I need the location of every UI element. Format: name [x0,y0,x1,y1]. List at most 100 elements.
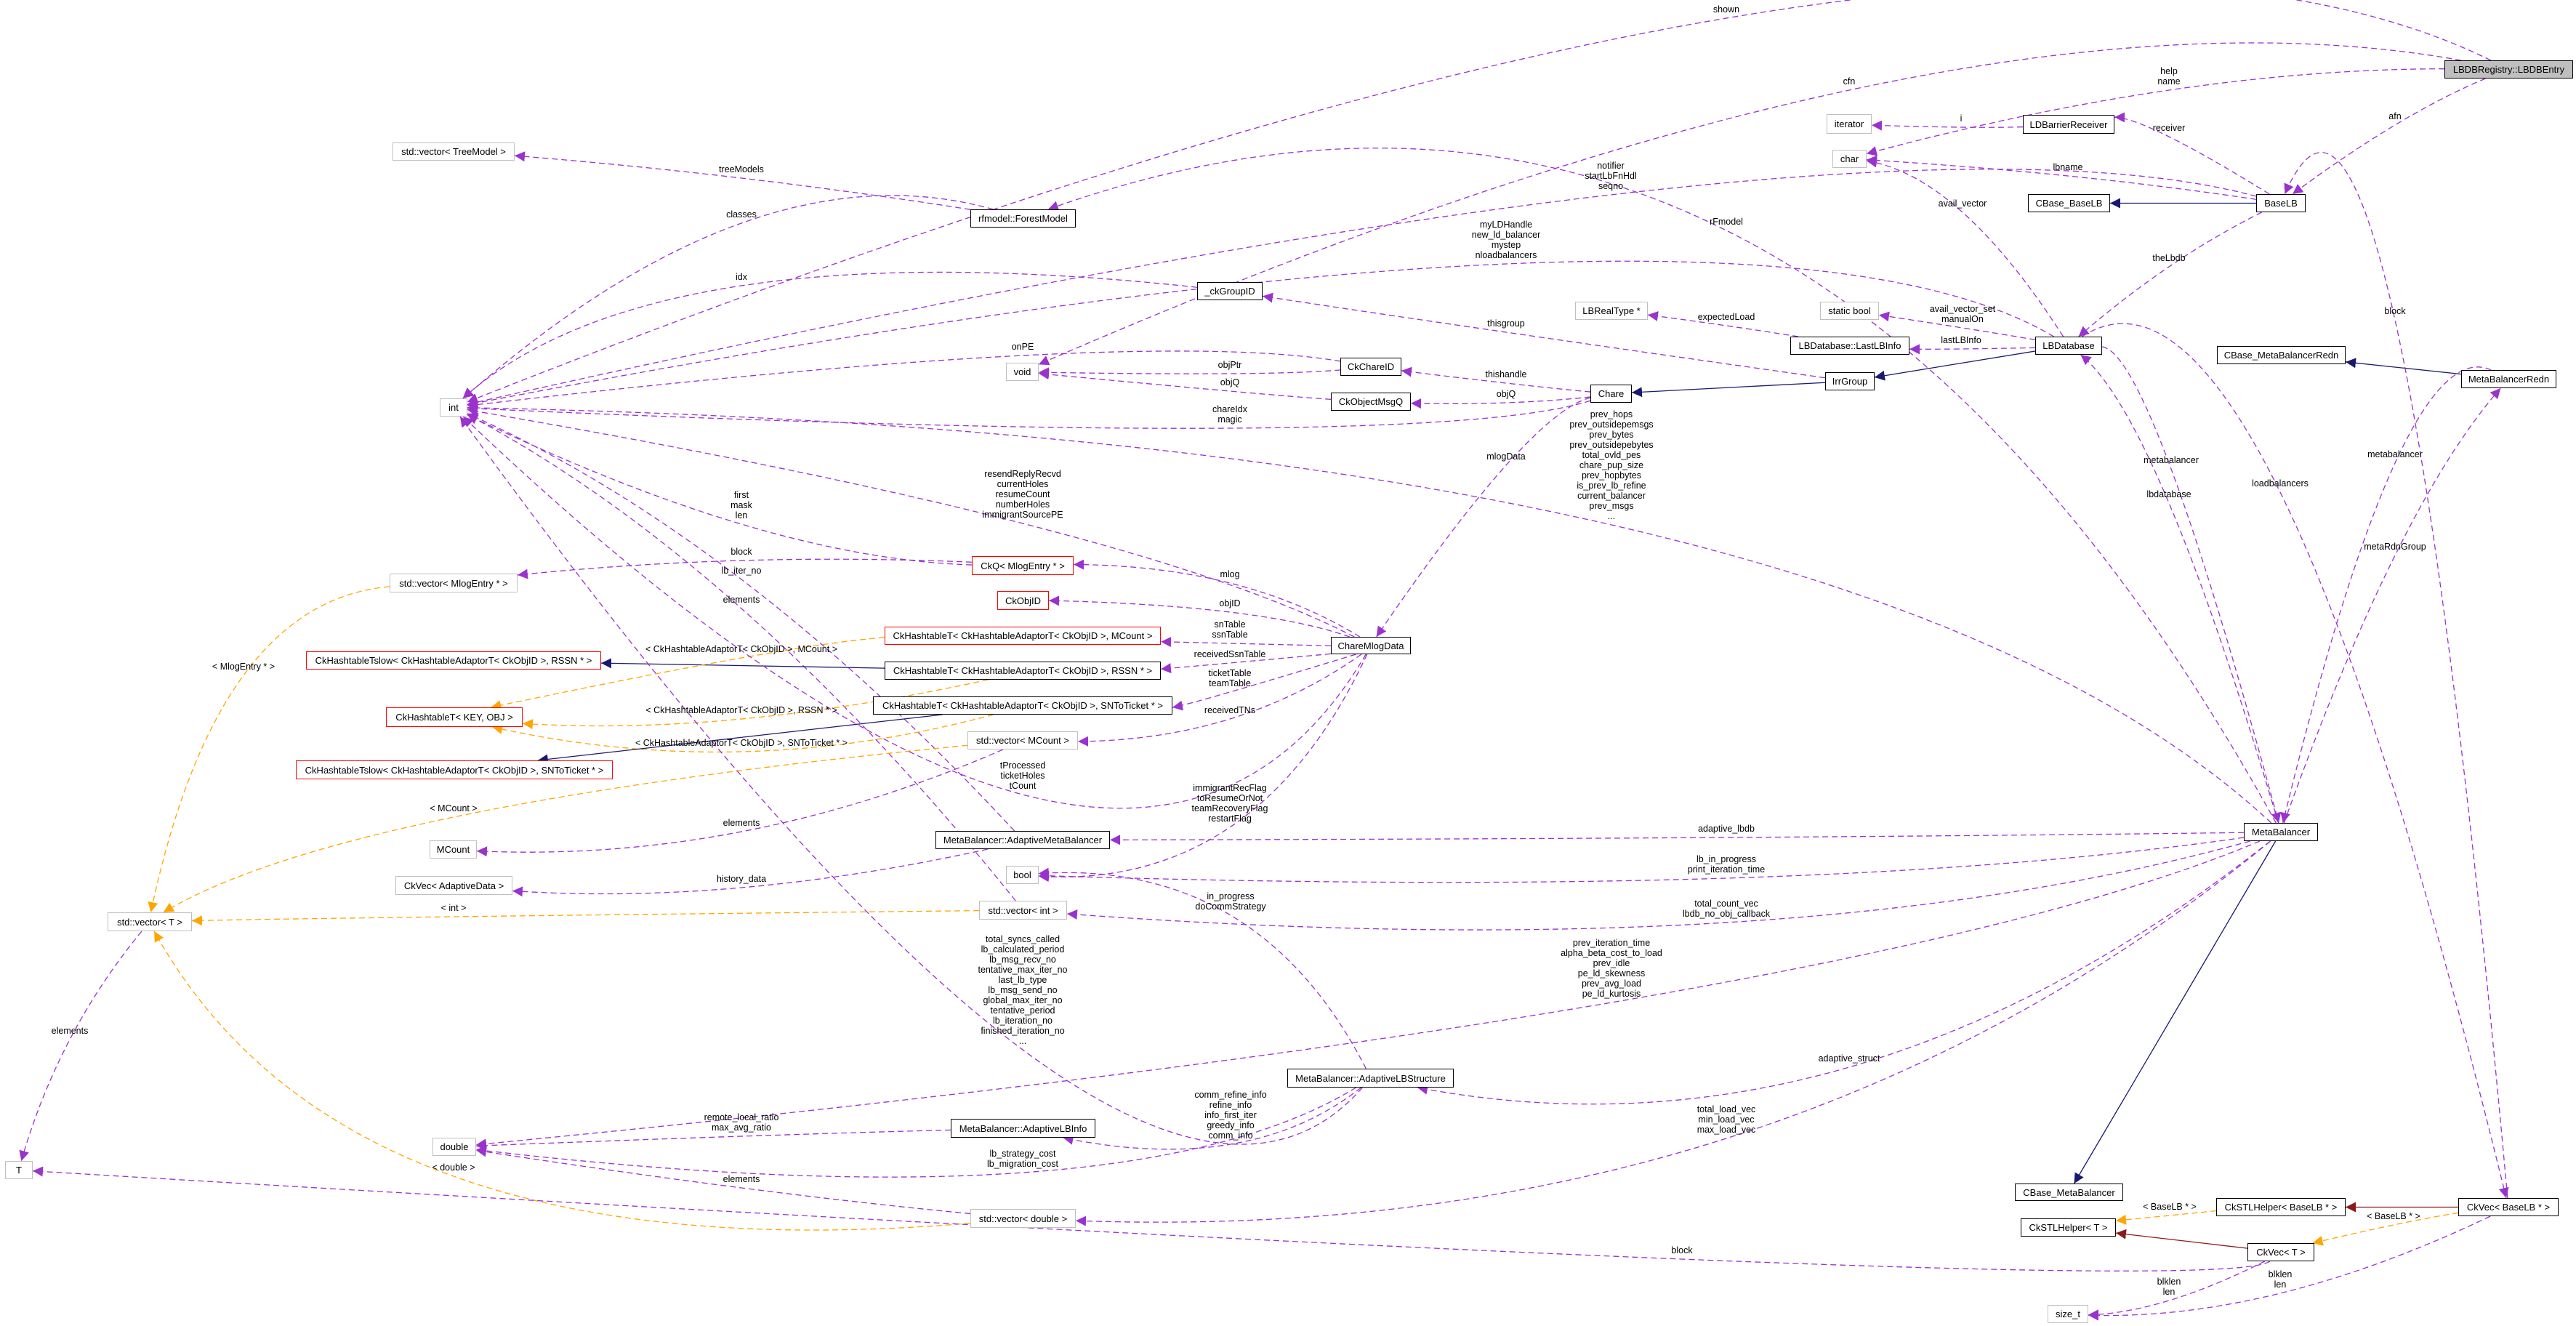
usage-edge-baselb-to-int [467,169,2257,407]
class-node-ht-mcount[interactable]: CkHashtableT< CkHashtableAdaptorT< CkObj… [885,627,1161,645]
edge-label: receiver [2152,123,2186,133]
class-node-cbase-baselb[interactable]: CBase_BaseLB [2028,194,2110,212]
class-node-stl-baselb[interactable]: CkSTLHelper< BaseLB * > [2216,1198,2346,1216]
class-node-mlogdata[interactable]: ChareMlogData [1331,637,1411,654]
class-node-vec-treemodel[interactable]: std::vector< TreeModel > [393,142,515,161]
class-node-ht-keyobj[interactable]: CkHashtableT< KEY, OBJ > [386,707,523,727]
class-node-cbase-mb[interactable]: CBase_MetaBalancer [2015,1184,2123,1201]
class-node-void[interactable]: void [1006,363,1039,381]
class-node-albinfo[interactable]: MetaBalancer::AdaptiveLBInfo [951,1119,1095,1138]
class-node-staticbool[interactable]: static bool [1820,302,1879,320]
usage-edge-ckvec_baselb-to-baselb [2284,152,2508,1199]
class-node-mbredn[interactable]: MetaBalancerRedn [2461,370,2556,388]
edge-label: metaRdnGroup [2364,542,2426,552]
edge-label: objQ [1496,389,1516,399]
edge-label: < MCount > [430,803,478,813]
class-node-chareid[interactable]: CkChareID [1340,358,1401,376]
class-node-stl-t[interactable]: CkSTLHelper< T > [2021,1218,2116,1237]
edge-label: shown [1712,4,1740,15]
edge-label: lastLBInfo [1941,335,1981,345]
class-node-ckq[interactable]: CkQ< MlogEntry * > [972,556,1074,575]
usage-edge-mlogdata-to-ht_mcount [1160,637,1332,648]
class-node-vec-t[interactable]: std::vector< T > [108,912,192,931]
class-node-size-t[interactable]: size_t [2048,1305,2088,1323]
class-node-mb[interactable]: MetaBalancer [2244,823,2318,841]
class-node-ckgroupid[interactable]: _ckGroupID [1197,282,1263,300]
usage-edge-mlogdata-to-bool [1038,654,1368,883]
edge-label: lb_iter_no [721,566,762,576]
usage-edge-mlogdata-to-int [467,406,1355,638]
edge-label: block [1671,1245,1693,1255]
usage-edge-ckvec_t-to-size_t [2088,1261,2265,1320]
class-node-chare[interactable]: Chare [1590,385,1632,403]
usage-edge-lastlbinfo-to-lbrealtype [1647,310,1799,337]
class-node-t[interactable]: T [5,1161,33,1179]
usage-edge-entry-to-char [1866,68,2445,156]
usage-edge-albs-to-double [475,1087,1356,1178]
class-node-bool[interactable]: bool [1006,866,1039,884]
edge-label: resendReplyRecvd currentHoles resumeCoun… [982,469,1063,520]
class-node-mcount[interactable]: MCount [430,840,477,859]
usage-edge-entry-to-baselb [2292,78,2486,195]
usage-edge-amb-to-int [467,413,1015,832]
usage-edge-ckvec_t-to-t [32,1166,2271,1271]
class-node-tslow-snt[interactable]: CkHashtableTslow< CkHashtableAdaptorT< C… [296,760,613,779]
edge-label: history_data [716,874,767,884]
class-node-baselb[interactable]: BaseLB [2256,194,2306,212]
usage-edge-baselb-to-ldbr [2114,112,2270,195]
class-node-lastlbinfo[interactable]: LBDatabase::LastLBInfo [1790,337,1909,355]
edge-label: < int > [440,903,467,913]
usage-edge-lbdatabase-to-int [467,260,2054,408]
class-node-cbase-mbredn[interactable]: CBase_MetaBalancerRedn [2217,346,2346,364]
class-node-lbrealtype[interactable]: LBRealType * [1575,302,1648,320]
class-node-iterator[interactable]: iterator [1827,114,1872,134]
class-node-amb[interactable]: MetaBalancer::AdaptiveMetaBalancer [935,831,1110,849]
usage-edge-vec_int-to-int [467,414,1016,901]
edge-label: < BaseLB * > [2367,1211,2420,1221]
class-node-vec-mcount[interactable]: std::vector< MCount > [967,731,1078,750]
class-node-double[interactable]: double [432,1138,476,1156]
edge-label: < MlogEntry * > [212,662,275,672]
class-node-vec-double[interactable]: std::vector< double > [970,1209,1076,1228]
usage-edge-mb-to-vec_int [1066,840,2250,931]
class-node-ldbr[interactable]: LDBarrierReceiver [2023,115,2114,134]
edge-label: snTable ssnTable [1212,619,1248,640]
usage-edge-entry-to-int [467,0,2492,403]
template-edge-ht_snt-to-ht_keyobj [492,714,994,753]
class-node-ckvec-baselb[interactable]: CkVec< BaseLB * > [2458,1198,2559,1216]
edge-label: receivedTNs [1204,705,1256,715]
class-node-ckvec-t[interactable]: CkVec< T > [2247,1243,2314,1261]
class-node-albs[interactable]: MetaBalancer::AdaptiveLBStructure [1287,1069,1454,1088]
edge-label: lb_strategy_cost lb_migration_cost [987,1149,1058,1169]
usage-edge-baselb-to-char [1866,155,2257,200]
class-node-forestmodel[interactable]: rfmodel::ForestModel [970,209,1076,228]
usage-edge-ldbr-to-iterator [1871,120,2024,131]
class-node-ht-rssn[interactable]: CkHashtableT< CkHashtableAdaptorT< CkObj… [885,662,1161,680]
usage-edge-albs-to-int [459,416,1363,1145]
template-edge-vec_int-to-vec_t [191,909,980,926]
class-node-vec-mlogentry[interactable]: std::vector< MlogEntry * > [390,574,518,592]
class-node-tslow-rssn[interactable]: CkHashtableTslow< CkHashtableAdaptorT< C… [306,651,601,670]
class-node-irrgroup[interactable]: IrrGroup [1825,372,1875,390]
class-node-ckvec-ad[interactable]: CkVec< AdaptiveData > [395,876,512,895]
class-node-entry[interactable]: LBDBRegistry::LBDBEntry [2444,60,2573,79]
usage-edge-lbdatabase-to-staticbool [1878,311,2036,340]
class-node-vec-int[interactable]: std::vector< int > [979,901,1067,920]
usage-edge-ckq-to-vec_mlogentry [517,558,973,579]
edge-label: thishandle [1485,369,1527,379]
template-edge-vec_mlogentry-to-vec_t [148,586,390,913]
class-node-lbdatabase[interactable]: LBDatabase [2035,337,2102,355]
class-node-char[interactable]: char [1832,150,1867,168]
class-node-ht-snt[interactable]: CkHashtableT< CkHashtableAdaptorT< CkObj… [873,696,1172,715]
class-node-int[interactable]: int [440,398,467,417]
usage-edge-forestmodel-to-vec_treemodel [514,151,971,210]
usage-edge-mb-to-amb [1109,832,2245,845]
edge-label: objPtr [1217,360,1242,370]
usage-edge-objmsgq-to-void [1038,369,1332,400]
edge-label: idx [736,272,747,282]
class-node-objmsgq[interactable]: CkObjectMsgQ [1331,393,1411,411]
usage-edge-vec_mcount-to-mcount [476,749,1004,857]
edge-label: ticketTable teamTable [1208,668,1252,688]
class-node-ckobjid[interactable]: CkObjID [997,591,1049,610]
